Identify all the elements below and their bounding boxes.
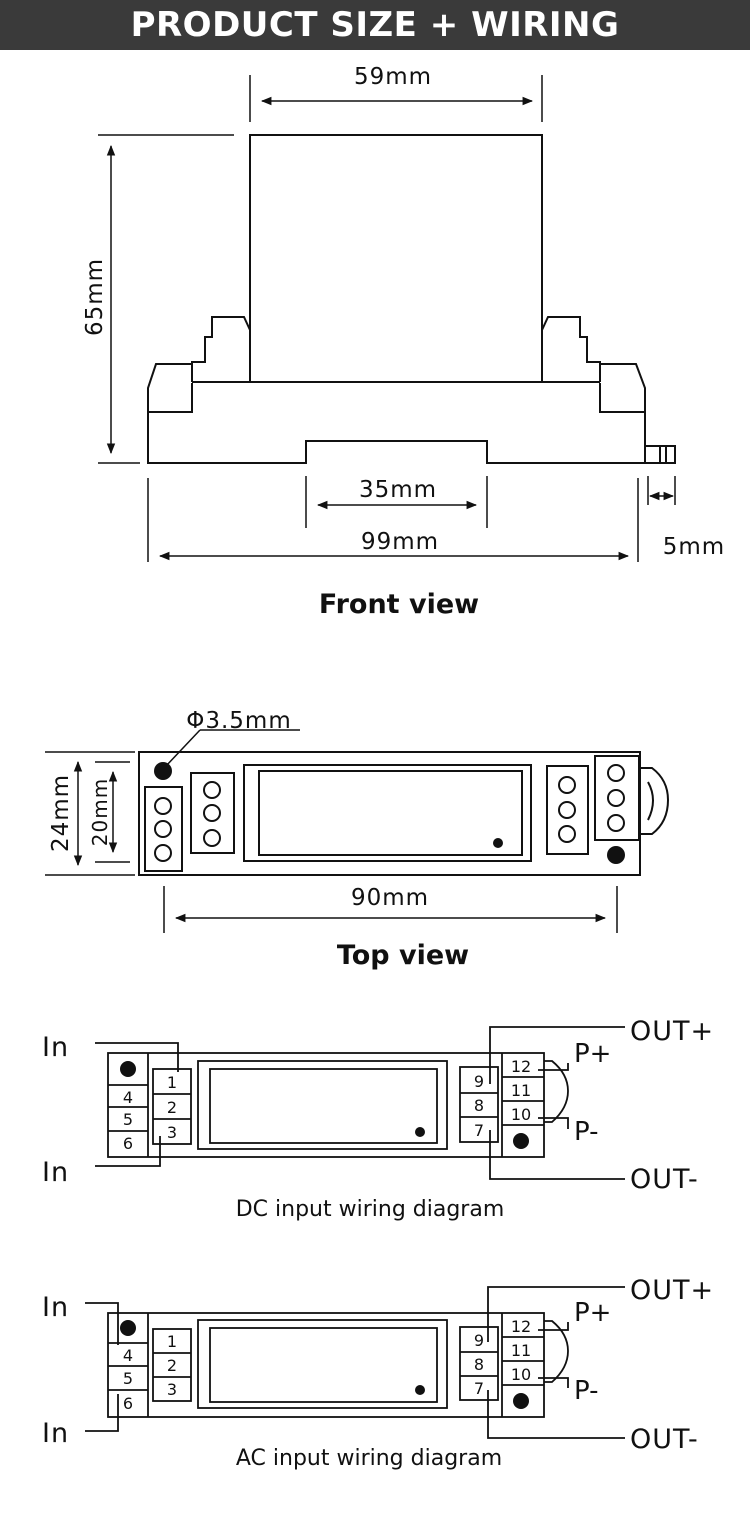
pin-label: 5 <box>123 1369 133 1388</box>
power-negative-label: P- <box>574 1376 599 1406</box>
mounting-hole-icon <box>154 762 172 780</box>
output-positive-label: OUT+ <box>630 1275 714 1306</box>
pin-label: 9 <box>474 1072 484 1091</box>
front-view-caption: Front view <box>319 589 479 620</box>
pin-label: 11 <box>511 1081 531 1100</box>
pin-label: 10 <box>511 1105 531 1124</box>
pin-label: 1 <box>167 1332 177 1351</box>
pin-label: 3 <box>167 1380 177 1399</box>
page-title: PRODUCT SIZE + WIRING <box>0 0 750 50</box>
pin-label: 6 <box>123 1394 133 1413</box>
hole-spacing-label: 90mm <box>351 885 429 911</box>
pin-label: 7 <box>474 1121 484 1140</box>
power-positive-label: P+ <box>574 1298 611 1328</box>
dc-wiring-diagram: 4 5 6 1 2 3 9 8 7 12 11 10 In In OUT+ OU… <box>42 1016 714 1222</box>
front-view <box>147 134 676 464</box>
pin-label: 3 <box>167 1123 177 1142</box>
outer-height-label: 24mm <box>48 774 74 852</box>
pin-label: 6 <box>123 1134 133 1153</box>
input-label: In <box>42 1292 69 1323</box>
pin-label: 7 <box>474 1379 484 1398</box>
top-view-caption: Top view <box>337 940 469 971</box>
pin-label: 5 <box>123 1110 133 1129</box>
pin-label: 11 <box>511 1341 531 1360</box>
input-label: In <box>42 1157 69 1188</box>
mounting-hole-icon <box>120 1320 136 1336</box>
height-dimension-label: 65mm <box>82 258 108 336</box>
dc-diagram-caption: DC input wiring diagram <box>236 1197 505 1222</box>
pin-label: 9 <box>474 1331 484 1350</box>
mounting-hole-icon <box>513 1133 529 1149</box>
pin-label: 12 <box>511 1057 531 1076</box>
ac-wiring-diagram: 4 5 6 1 2 3 9 8 7 12 11 10 In In OUT+ OU… <box>42 1275 714 1471</box>
top-view-dimensions <box>45 729 618 933</box>
overall-dimension-label: 99mm <box>361 529 439 555</box>
power-positive-label: P+ <box>574 1039 611 1069</box>
input-label: In <box>42 1418 69 1449</box>
output-positive-label: OUT+ <box>630 1016 714 1047</box>
rail-dimension-label: 35mm <box>359 477 437 503</box>
mounting-hole-icon <box>607 846 625 864</box>
input-label: In <box>42 1032 69 1063</box>
pin-label: 1 <box>167 1073 177 1092</box>
indicator-led-icon <box>493 838 503 848</box>
pin-label: 12 <box>511 1317 531 1336</box>
output-negative-label: OUT- <box>630 1164 699 1195</box>
width-dimension-label: 59mm <box>354 64 432 90</box>
indicator-led-icon <box>415 1127 425 1137</box>
inner-height-label: 20mm <box>88 778 112 846</box>
pin-label: 2 <box>167 1356 177 1375</box>
pin-label: 4 <box>123 1346 133 1365</box>
mounting-hole-icon <box>513 1393 529 1409</box>
pin-label: 4 <box>123 1088 133 1107</box>
ac-diagram-caption: AC input wiring diagram <box>236 1446 502 1471</box>
output-negative-label: OUT- <box>630 1424 699 1455</box>
pin-label: 8 <box>474 1355 484 1374</box>
tab-dimension-label: 5mm <box>663 534 725 560</box>
top-view <box>138 751 670 876</box>
power-negative-label: P- <box>574 1117 599 1147</box>
pin-label: 10 <box>511 1365 531 1384</box>
pin-label: 2 <box>167 1098 177 1117</box>
mounting-hole-icon <box>120 1061 136 1077</box>
pin-label: 8 <box>474 1096 484 1115</box>
hole-diameter-label: Φ3.5mm <box>186 708 292 734</box>
indicator-led-icon <box>415 1385 425 1395</box>
top-view-holes <box>154 762 625 864</box>
front-view-dimensions <box>98 75 676 562</box>
